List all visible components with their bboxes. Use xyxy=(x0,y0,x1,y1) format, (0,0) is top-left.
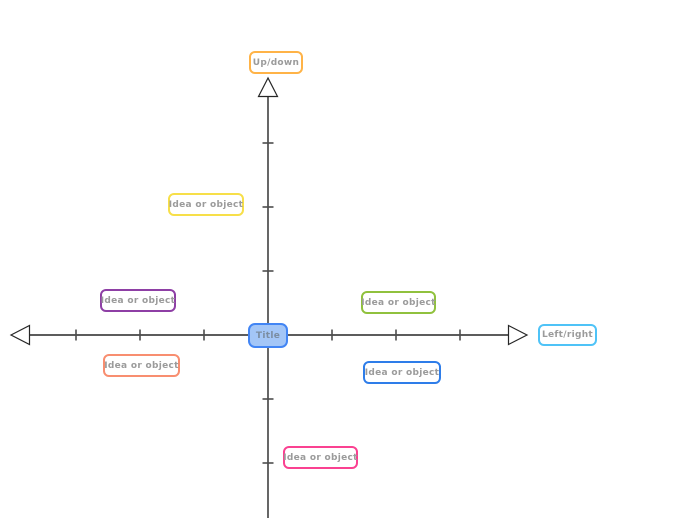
idea-node-lower-center[interactable]: Idea or object xyxy=(283,446,358,469)
x-axis-label-leftright[interactable]: Left/right xyxy=(538,324,597,346)
left-arrow-icon[interactable] xyxy=(9,324,31,346)
y-axis-label-updown[interactable]: Up/down xyxy=(249,51,303,74)
idea-node-label: Idea or object xyxy=(364,367,440,378)
idea-node-right-below-axis[interactable]: Idea or object xyxy=(363,361,441,384)
idea-node-label: Idea or object xyxy=(168,199,244,210)
idea-node-quadrant-upper-left[interactable]: Idea or object xyxy=(168,193,244,216)
idea-node-right-above-axis[interactable]: Idea or object xyxy=(361,291,436,314)
idea-node-label: Idea or object xyxy=(361,297,436,308)
idea-node-left-above-axis[interactable]: Idea or object xyxy=(100,289,176,312)
up-arrow-icon[interactable] xyxy=(257,76,279,98)
idea-node-label: Idea or object xyxy=(283,452,358,463)
idea-node-label: Idea or object xyxy=(104,360,179,371)
origin-title-node[interactable]: Title xyxy=(248,323,288,348)
idea-node-label: Idea or object xyxy=(100,295,176,306)
idea-node-left-below-axis[interactable]: Idea or object xyxy=(103,354,180,377)
x-axis-label-text: Left/right xyxy=(541,330,594,340)
y-axis-label-text: Up/down xyxy=(252,57,300,68)
origin-title-text: Title xyxy=(255,330,281,341)
right-arrow-icon[interactable] xyxy=(507,324,529,346)
axis-ticks xyxy=(75,142,461,464)
